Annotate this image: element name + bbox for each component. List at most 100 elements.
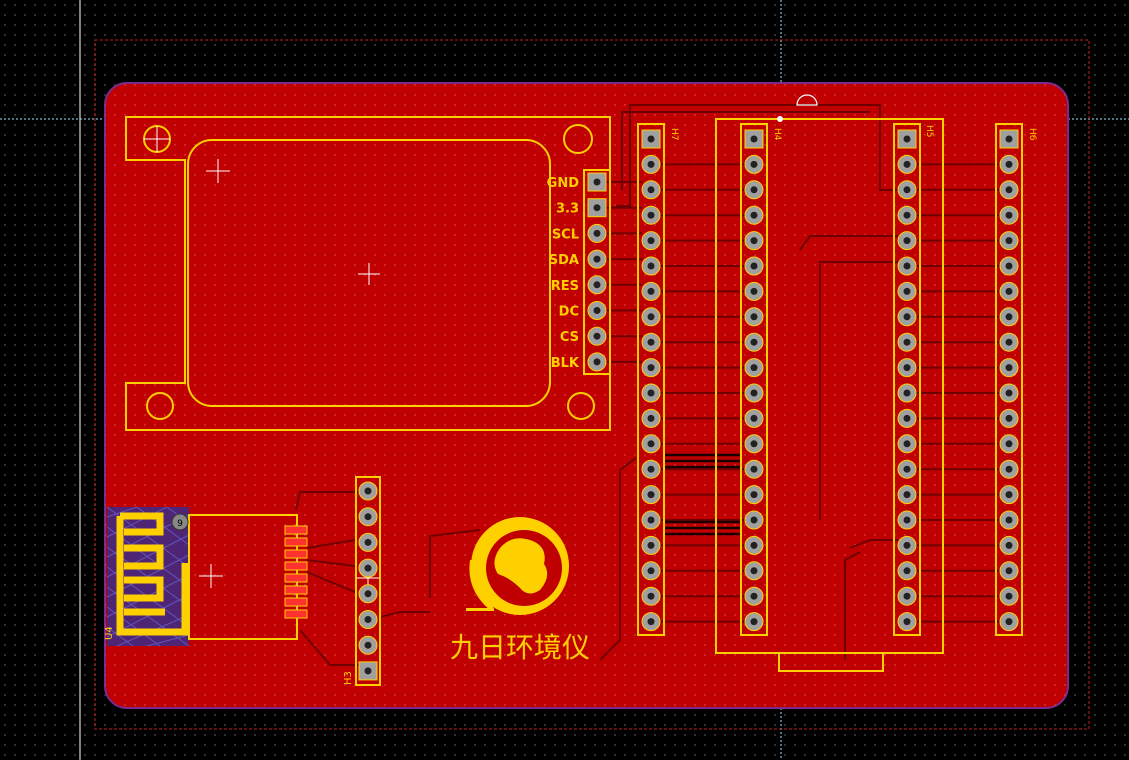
h7-pin[interactable]	[641, 180, 661, 200]
h7-pin[interactable]	[641, 281, 661, 301]
h6-pin[interactable]	[999, 256, 1019, 276]
h5-pin[interactable]	[897, 180, 917, 200]
h7-pin[interactable]	[641, 434, 661, 454]
h6-pin[interactable]	[999, 281, 1019, 301]
lcd-pin-res[interactable]	[587, 275, 607, 295]
lcd-pin-scl[interactable]	[587, 223, 607, 243]
h6-pin[interactable]	[999, 561, 1019, 581]
h4-pin[interactable]	[744, 180, 764, 200]
h3-pin[interactable]	[358, 584, 378, 604]
h6-pin[interactable]	[999, 612, 1019, 632]
h6-pin[interactable]	[999, 535, 1019, 555]
h4-pin[interactable]	[744, 586, 764, 606]
h7-pin[interactable]	[641, 459, 661, 479]
h4-pin[interactable]	[744, 358, 764, 378]
h3-pin[interactable]	[358, 610, 378, 629]
h7-pin[interactable]	[641, 510, 661, 530]
h4-pin[interactable]	[744, 281, 764, 301]
h4-pin[interactable]	[744, 408, 764, 428]
h7-pin[interactable]	[641, 561, 661, 581]
h7-pin[interactable]	[641, 256, 661, 276]
h5-pin[interactable]	[897, 332, 917, 352]
h4-pin[interactable]	[744, 434, 764, 454]
u4-pad[interactable]	[284, 597, 308, 607]
u4-pad[interactable]	[284, 609, 308, 619]
h5-pin[interactable]	[897, 459, 917, 479]
u4-pad[interactable]	[284, 537, 308, 547]
h4-pin[interactable]	[744, 231, 764, 251]
lcd-pin-3-3[interactable]	[587, 198, 607, 218]
h5-pin[interactable]	[897, 535, 917, 555]
h5-pin[interactable]	[897, 510, 917, 530]
h7-pin[interactable]	[641, 408, 661, 428]
h6-pin[interactable]	[999, 180, 1019, 200]
h4-pin[interactable]	[744, 129, 764, 149]
u4-pad[interactable]	[284, 549, 308, 559]
h6-pin[interactable]	[999, 154, 1019, 174]
lcd-pin-sda[interactable]	[587, 249, 607, 269]
h5-pin[interactable]	[897, 612, 917, 632]
h4-pin[interactable]	[744, 485, 764, 505]
h7-pin[interactable]	[641, 332, 661, 352]
h4-pin[interactable]	[744, 459, 764, 479]
h6-pin[interactable]	[999, 332, 1019, 352]
h6-pin[interactable]	[999, 485, 1019, 505]
h6-pin[interactable]	[999, 459, 1019, 479]
h3-pin[interactable]	[358, 635, 378, 655]
h5-pin[interactable]	[897, 256, 917, 276]
lcd-pin-dc[interactable]	[587, 301, 607, 320]
h4-pin[interactable]	[744, 332, 764, 352]
h5-pin[interactable]	[897, 281, 917, 301]
lcd-pin-blk[interactable]	[587, 352, 607, 372]
h5-pin[interactable]	[897, 154, 917, 174]
h6-pin[interactable]	[999, 358, 1019, 378]
h3-pin[interactable]	[358, 532, 378, 552]
u4-pad[interactable]	[284, 525, 308, 535]
h5-pin[interactable]	[897, 434, 917, 454]
h6-pin[interactable]	[999, 408, 1019, 428]
h4-pin[interactable]	[744, 256, 764, 276]
h3-pin[interactable]	[358, 661, 378, 681]
h3-pin[interactable]	[358, 558, 378, 578]
h6-pin[interactable]	[999, 231, 1019, 251]
u4-pad[interactable]	[284, 561, 308, 571]
h7-pin[interactable]	[641, 535, 661, 555]
h7-pin[interactable]	[641, 205, 661, 225]
h5-pin[interactable]	[897, 129, 917, 149]
h6-pin[interactable]	[999, 129, 1019, 149]
h7-pin[interactable]	[641, 129, 661, 149]
h5-pin[interactable]	[897, 307, 917, 327]
h4-pin[interactable]	[744, 510, 764, 530]
h5-pin[interactable]	[897, 358, 917, 378]
h7-pin[interactable]	[641, 485, 661, 505]
h5-pin[interactable]	[897, 485, 917, 505]
h4-pin[interactable]	[744, 154, 764, 174]
h4-pin[interactable]	[744, 535, 764, 555]
h7-pin[interactable]	[641, 612, 661, 632]
h4-pin[interactable]	[744, 561, 764, 581]
h3-pin[interactable]	[358, 507, 378, 527]
h5-pin[interactable]	[897, 205, 917, 225]
u4-pad[interactable]	[284, 573, 308, 583]
h7-pin[interactable]	[641, 307, 661, 327]
lcd-pin-gnd[interactable]	[587, 172, 607, 192]
h6-pin[interactable]	[999, 383, 1019, 403]
h6-pin[interactable]	[999, 307, 1019, 327]
h4-pin[interactable]	[744, 307, 764, 327]
h5-pin[interactable]	[897, 561, 917, 581]
h5-pin[interactable]	[897, 408, 917, 428]
h6-pin[interactable]	[999, 510, 1019, 530]
h7-pin[interactable]	[641, 383, 661, 403]
h7-pin[interactable]	[641, 586, 661, 606]
h4-pin[interactable]	[744, 205, 764, 225]
h3-pin[interactable]	[358, 481, 378, 501]
h6-pin[interactable]	[999, 205, 1019, 225]
h5-pin[interactable]	[897, 231, 917, 251]
h7-pin[interactable]	[641, 231, 661, 251]
lcd-pin-cs[interactable]	[587, 326, 607, 346]
h6-pin[interactable]	[999, 434, 1019, 454]
h4-pin[interactable]	[744, 612, 764, 632]
h7-pin[interactable]	[641, 358, 661, 378]
h6-pin[interactable]	[999, 586, 1019, 606]
